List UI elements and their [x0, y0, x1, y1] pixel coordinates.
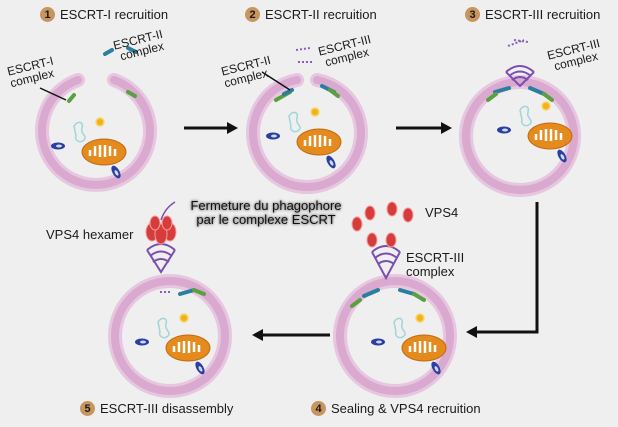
step-1-title: 1 ESCRT-I recruition	[40, 7, 168, 22]
step-2-title: 2 ESCRT-II recruition	[245, 7, 377, 22]
step-label: ESCRT-III recruition	[485, 7, 601, 22]
cell-step-5	[108, 201, 232, 398]
caption-line: Fermeture du phagophore	[190, 198, 342, 213]
step-5-title: 5 ESCRT-III disassembly	[80, 401, 233, 416]
label-line: complex	[406, 264, 455, 279]
arrow-1-to-2	[184, 122, 238, 134]
step-badge: 4	[311, 401, 326, 416]
vps4-monomers	[351, 201, 414, 248]
escrt1-complex-marker	[67, 93, 76, 103]
arrow-3-to-4	[466, 202, 539, 338]
arrow-4-to-5	[252, 329, 330, 341]
vps4-label: VPS4	[425, 205, 459, 220]
step-label: ESCRT-III disassembly	[100, 401, 234, 416]
step-label: ESCRT-II recruition	[265, 7, 377, 22]
escrt3-spiral	[371, 245, 401, 281]
caption-line: par le complexe ESCRT	[196, 212, 336, 227]
step-label: ESCRT-I recruition	[60, 7, 169, 22]
step-3-title: 3 ESCRT-III recruition	[465, 7, 600, 22]
step-badge: 1	[40, 7, 55, 22]
cell-step-3	[459, 39, 581, 197]
step-4-title: 4 Sealing & VPS4 recruition	[311, 401, 481, 416]
escrt3-spiral	[146, 243, 176, 274]
vps4-hexamer-label: VPS4 hexamer	[46, 227, 134, 242]
label-line: ESCRT-III	[406, 250, 465, 265]
escrt3-complex-label-step4: ESCRT-III complex	[406, 251, 464, 279]
cell-step-2	[246, 47, 368, 194]
cell-step-1	[35, 46, 157, 192]
step-badge: 3	[465, 7, 480, 22]
step-badge: 2	[245, 7, 260, 22]
step-label: Sealing & VPS4 recruition	[331, 401, 481, 416]
escrt2-complex-floating	[103, 48, 114, 56]
caption: Fermeture du phagophore par le complexe …	[182, 199, 350, 227]
vps4-hexamer	[145, 215, 177, 245]
cell-step-4	[333, 201, 457, 398]
arrow-2-to-3	[396, 122, 452, 134]
step-badge: 5	[80, 401, 95, 416]
